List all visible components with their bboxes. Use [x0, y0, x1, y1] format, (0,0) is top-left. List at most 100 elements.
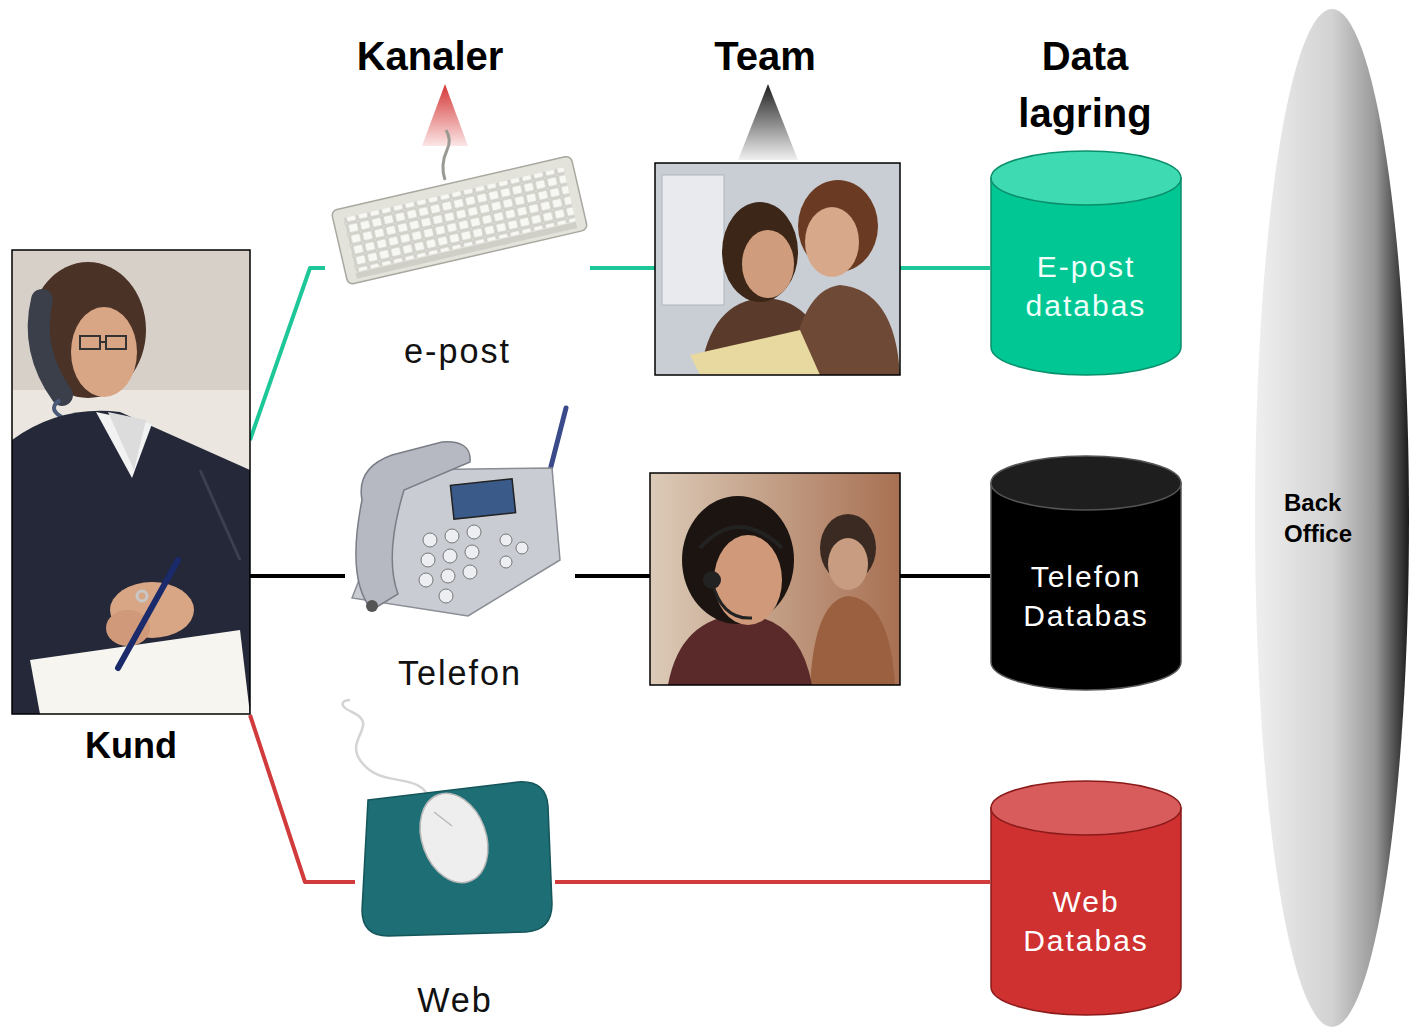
connector-line [555, 880, 990, 884]
keyboard-icon [331, 155, 588, 284]
node-label: Kund [12, 723, 250, 770]
team-photo [805, 207, 859, 277]
mouse-icon [342, 700, 552, 936]
telephone-icon [500, 556, 512, 568]
cylinder-top [991, 781, 1181, 835]
team-photo [655, 163, 900, 375]
ellipse-shape [1255, 9, 1409, 1027]
telephone-icon [419, 525, 528, 603]
channel-node: e-post [325, 150, 590, 373]
team-photo [655, 163, 900, 375]
team-photo [650, 473, 900, 685]
telephone-icon [441, 569, 455, 583]
customer-photo [12, 250, 250, 714]
telephone-icon [500, 534, 512, 546]
team-photo [650, 473, 900, 685]
team-photo [662, 175, 724, 305]
cylinder-top [991, 456, 1181, 510]
customer-photo [30, 262, 146, 398]
node-label: Telefon [345, 651, 575, 695]
team-photo [714, 535, 782, 625]
team-photo [650, 473, 900, 685]
ellipse-outline [1254, 8, 1409, 1028]
team-photo [650, 473, 900, 685]
database-cylinder: Telefon Databas [990, 455, 1182, 690]
telephone-icon [516, 542, 528, 554]
region-label: Back Office [1284, 487, 1379, 549]
text-holder: Kund [12, 723, 250, 770]
team-photo [712, 582, 752, 618]
keyboard-icon [356, 222, 578, 279]
node-label: e-post [325, 329, 590, 373]
telephone-icon [366, 600, 378, 612]
text-holder: e-post [325, 329, 590, 373]
keyboard-icon [343, 167, 576, 271]
customer-photo [71, 307, 137, 397]
column-heading: Kanaler [300, 28, 560, 85]
channel-node: Web [355, 700, 555, 1022]
text-holder: Telefon [345, 651, 575, 695]
customer-photo [12, 411, 250, 714]
cylinder-body [991, 483, 1181, 690]
telephone-icon [352, 408, 566, 616]
team-photo [655, 163, 900, 375]
telephone-icon [423, 533, 437, 547]
customer-photo [106, 336, 126, 349]
node-label: Web [355, 978, 555, 1022]
telephone-icon [465, 545, 479, 559]
keyboard-icon [331, 155, 588, 284]
telephone-icon [445, 529, 459, 543]
telephone-icon [419, 573, 433, 587]
customer-photo [80, 336, 100, 349]
team-photo [690, 330, 820, 375]
cylinder-top [991, 151, 1181, 205]
database-label: Telefon Databas [1010, 557, 1162, 635]
team-photo [810, 596, 895, 685]
team-photo [682, 496, 794, 624]
connector-line [250, 268, 325, 440]
customer-photo [96, 412, 152, 478]
database-cylinder: E-post databas [990, 150, 1182, 375]
customer-photo [108, 412, 146, 470]
team-photo [655, 163, 900, 375]
telephone-icon [443, 549, 457, 563]
mouse-icon [434, 812, 452, 826]
heading-pointer [422, 84, 468, 146]
customer-photo [12, 250, 250, 714]
channel-node: Telefon [345, 405, 575, 695]
mouse-icon [408, 784, 500, 892]
telephone-icon [421, 553, 435, 567]
customer-photo [137, 591, 147, 601]
text-holder: Back Office [1284, 8, 1384, 1028]
connector-line [250, 574, 345, 578]
telephone-icon [463, 565, 477, 579]
cylinder-body [991, 178, 1181, 375]
column-heading: Team [665, 28, 865, 85]
team-photo [828, 538, 868, 590]
team-photo [668, 614, 812, 685]
team-photo [742, 230, 794, 298]
cylinder-body [991, 808, 1181, 1015]
mouse-icon [362, 782, 552, 936]
telephone-icon [467, 525, 481, 539]
customer-photo [12, 250, 250, 714]
back-office-ellipse: Back Office [1254, 8, 1409, 1028]
customer-node: Kund [12, 250, 250, 770]
customer-photo [118, 560, 178, 668]
heading-pointer [422, 84, 798, 160]
keyboard-icon [331, 130, 588, 285]
database-label: Web Databas [1010, 882, 1162, 960]
customer-photo [100, 341, 106, 343]
text-holder: Web Databas [990, 836, 1182, 1005]
text-holder: Web [355, 978, 555, 1022]
text-holder: Telefon Databas [990, 511, 1182, 680]
customer-photo [200, 470, 240, 560]
telephone-icon [450, 479, 515, 519]
customer-photo [39, 300, 62, 395]
heading-pointer [738, 84, 798, 160]
team-photo [700, 527, 782, 548]
customer-photo [12, 250, 250, 714]
database-cylinder: Web Databas [990, 780, 1182, 1015]
